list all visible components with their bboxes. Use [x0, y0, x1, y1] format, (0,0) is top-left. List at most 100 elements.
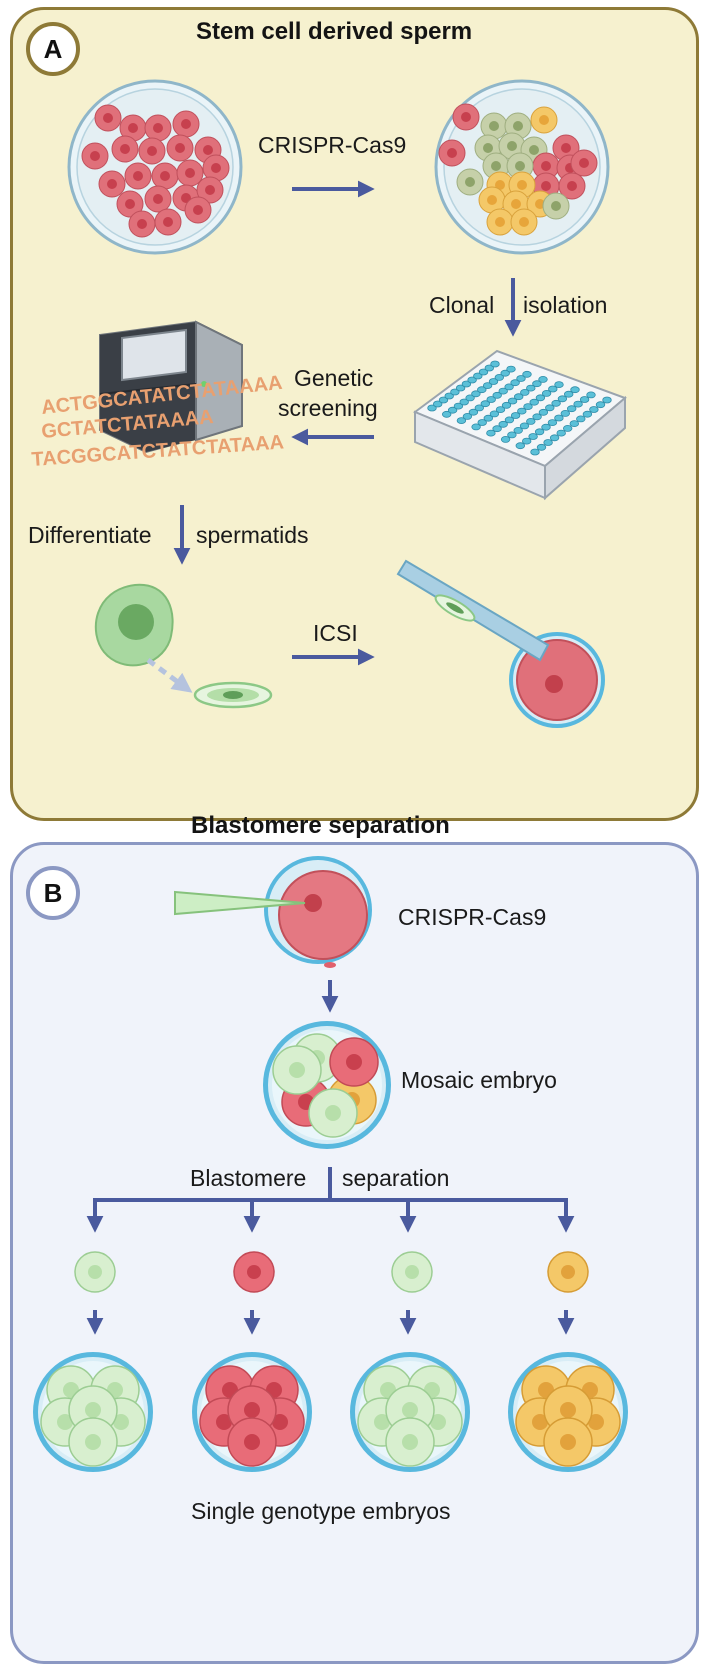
well: [501, 401, 512, 409]
colony-cell: [94, 104, 122, 132]
well: [486, 396, 496, 403]
well: [455, 384, 466, 392]
well: [490, 360, 500, 368]
micropipette-icon: [396, 559, 550, 662]
colony-cell: [144, 114, 172, 142]
colony-cell: [144, 185, 172, 213]
well: [447, 406, 458, 414]
well: [520, 388, 530, 396]
label-genetic: Genetic: [294, 365, 374, 391]
well: [526, 417, 536, 425]
single-blastomere-red: [233, 1251, 275, 1293]
label-icsi: ICSI: [313, 620, 358, 646]
well: [522, 437, 532, 445]
well: [554, 381, 564, 389]
well: [579, 396, 590, 403]
well: [513, 426, 523, 434]
colony-cell: [128, 210, 156, 238]
dna-sequence-text: ACTGGCATATCTATAAAA GCTATCTATAAAA TACGGCA…: [31, 372, 285, 471]
colony-cell: [124, 162, 152, 190]
well: [506, 365, 516, 373]
dashed-arrow-spermatid: [146, 657, 193, 693]
label-isolation: isolation: [523, 292, 608, 318]
panel-b-blastomere-separation: [10, 842, 699, 1664]
colony-cell: [184, 196, 212, 224]
label-spermatids: spermatids: [196, 522, 309, 548]
single-blastomere-green-2: [391, 1251, 433, 1293]
well: [586, 391, 596, 399]
well: [471, 390, 481, 398]
well: [549, 434, 560, 442]
label-single-genotype-embryos: Single genotype embryos: [191, 1498, 451, 1524]
well: [492, 425, 502, 433]
embryo-blastomere: [227, 1417, 277, 1467]
label-differentiate: Differentiate: [28, 522, 152, 548]
well: [589, 406, 599, 413]
well: [573, 400, 583, 408]
well: [480, 400, 491, 408]
sequencer-machine-icon: [99, 320, 243, 454]
panel-b-badge: B: [26, 866, 80, 920]
well: [515, 442, 526, 450]
label-crispr-cas9-b: CRISPR-Cas9: [398, 904, 547, 930]
well: [510, 412, 521, 419]
well: [474, 404, 485, 412]
well: [456, 417, 467, 425]
well: [494, 373, 505, 381]
colony-cell: [98, 170, 126, 198]
label-clonal: Clonal: [429, 292, 495, 318]
well: [453, 402, 464, 410]
petri-dish-red-colony: [67, 79, 243, 255]
well: [514, 393, 524, 401]
well: [459, 398, 469, 406]
well: [538, 375, 548, 383]
single-genotype-embryo-2: [192, 1352, 312, 1472]
panel-a-title: Stem cell derived sperm: [196, 18, 473, 45]
well: [492, 391, 502, 399]
label-screening: screening: [278, 395, 378, 421]
colony-cell: [542, 192, 570, 220]
separation-branching-arrows: [86, 1167, 575, 1233]
panel-a-badge: A: [26, 22, 80, 76]
embryo-blastomere: [68, 1417, 118, 1467]
colony-cell: [570, 149, 598, 177]
colony-cell: [172, 110, 200, 138]
well: [486, 429, 496, 437]
well: [442, 410, 452, 418]
well: [528, 433, 538, 440]
well: [495, 406, 506, 414]
well: [471, 423, 481, 431]
colony-cell: [530, 106, 558, 134]
well: [529, 398, 539, 406]
colony-cell: [111, 135, 139, 163]
well: [548, 385, 558, 393]
well: [541, 389, 552, 397]
well: [551, 399, 561, 407]
well: [567, 405, 577, 413]
well: [498, 420, 508, 428]
label-blastomere: Blastomere: [190, 1165, 307, 1191]
well: [468, 408, 479, 416]
well: [477, 419, 487, 426]
well: [507, 397, 518, 405]
well: [500, 435, 511, 443]
stem-cell-icon: [94, 583, 174, 667]
well: [532, 380, 542, 388]
well: [526, 384, 536, 392]
arrows-to-embryos: [86, 1310, 575, 1335]
well: [564, 390, 574, 398]
embryo-blastomere: [385, 1417, 435, 1467]
well: [545, 404, 555, 412]
well: [547, 419, 558, 427]
well: [563, 424, 573, 432]
well: [516, 375, 526, 382]
well: [477, 386, 487, 394]
well: [519, 422, 530, 430]
colony-cell: [456, 168, 484, 196]
well: [569, 420, 580, 428]
well: [570, 386, 580, 394]
colony-cell: [438, 139, 466, 167]
well: [500, 369, 510, 377]
well: [483, 414, 494, 422]
